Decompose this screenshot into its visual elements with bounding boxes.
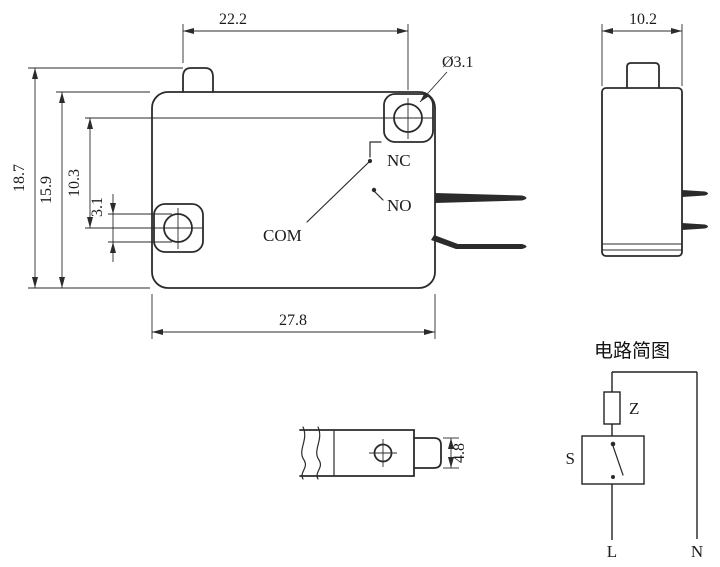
dim-hole-diameter-label: Ø3.1 xyxy=(442,54,474,71)
nc-fixed-contact xyxy=(369,141,382,158)
dim-bottom-width-label: 27.8 xyxy=(279,312,307,329)
dim-bottom-width: 27.8 xyxy=(151,294,436,339)
terminal-tab-tip xyxy=(413,437,442,469)
circuit-diagram: 电路简图 Z S L N xyxy=(566,340,704,561)
dim-hole-diameter-small-label: 3.1 xyxy=(89,197,106,217)
dim-side-width: 10.2 xyxy=(601,11,683,86)
nc-label: NC xyxy=(387,151,411,170)
no-label: NO xyxy=(387,196,412,215)
dim-tab-height-label: 4.8 xyxy=(451,443,468,463)
side-terminal-upper xyxy=(682,190,708,197)
no-fixed-contact xyxy=(373,190,384,201)
switch-s-label: S xyxy=(566,449,575,468)
com-label: COM xyxy=(263,226,302,245)
side-plunger xyxy=(626,62,660,89)
resistor-z-label: Z xyxy=(629,399,639,418)
plunger-button xyxy=(182,67,214,93)
terminal-lower xyxy=(431,235,527,249)
dim-body-height: 15.9 xyxy=(38,91,150,288)
dim-body-height-label: 15.9 xyxy=(38,176,55,204)
main-view: NC NO COM 22.2 Ø3.1 18.7 xyxy=(11,11,527,339)
switch-body-outline xyxy=(151,91,436,289)
terminal-upper xyxy=(435,193,527,203)
break-line-left xyxy=(301,426,306,480)
resistor-z-symbol xyxy=(603,391,621,425)
circuit-title: 电路简图 xyxy=(594,340,670,362)
terminal-detail-view: 4.8 xyxy=(299,426,468,480)
side-view: 10.2 xyxy=(601,11,708,257)
no-contact-point xyxy=(371,187,377,193)
dim-hole-diameter-small: 3.1 xyxy=(89,194,172,262)
dim-tab-height: 4.8 xyxy=(443,437,468,469)
dim-top-width: 22.2 xyxy=(182,11,409,90)
dim-hole-spacing: 10.3 xyxy=(66,117,433,229)
dim-hole-spacing-label: 10.3 xyxy=(66,169,83,197)
switch-pivot-point xyxy=(610,441,616,447)
side-body-outline xyxy=(601,87,683,257)
dim-hole-diameter: Ø3.1 xyxy=(419,54,474,103)
dim-side-width-label: 10.2 xyxy=(629,11,657,28)
break-line-right xyxy=(316,426,321,480)
switch-arm xyxy=(612,445,624,476)
side-terminal-lower xyxy=(682,223,708,230)
terminal-live-label: L xyxy=(607,542,617,561)
dim-total-height: 18.7 xyxy=(11,67,183,289)
dim-total-height-label: 18.7 xyxy=(11,164,28,192)
switch-contact-point xyxy=(611,475,615,479)
common-lever xyxy=(306,160,371,223)
switch-s-box xyxy=(581,435,645,485)
contact-mechanism: NC NO COM xyxy=(263,141,412,245)
terminal-neutral-label: N xyxy=(691,542,703,561)
dim-top-width-label: 22.2 xyxy=(219,11,247,28)
